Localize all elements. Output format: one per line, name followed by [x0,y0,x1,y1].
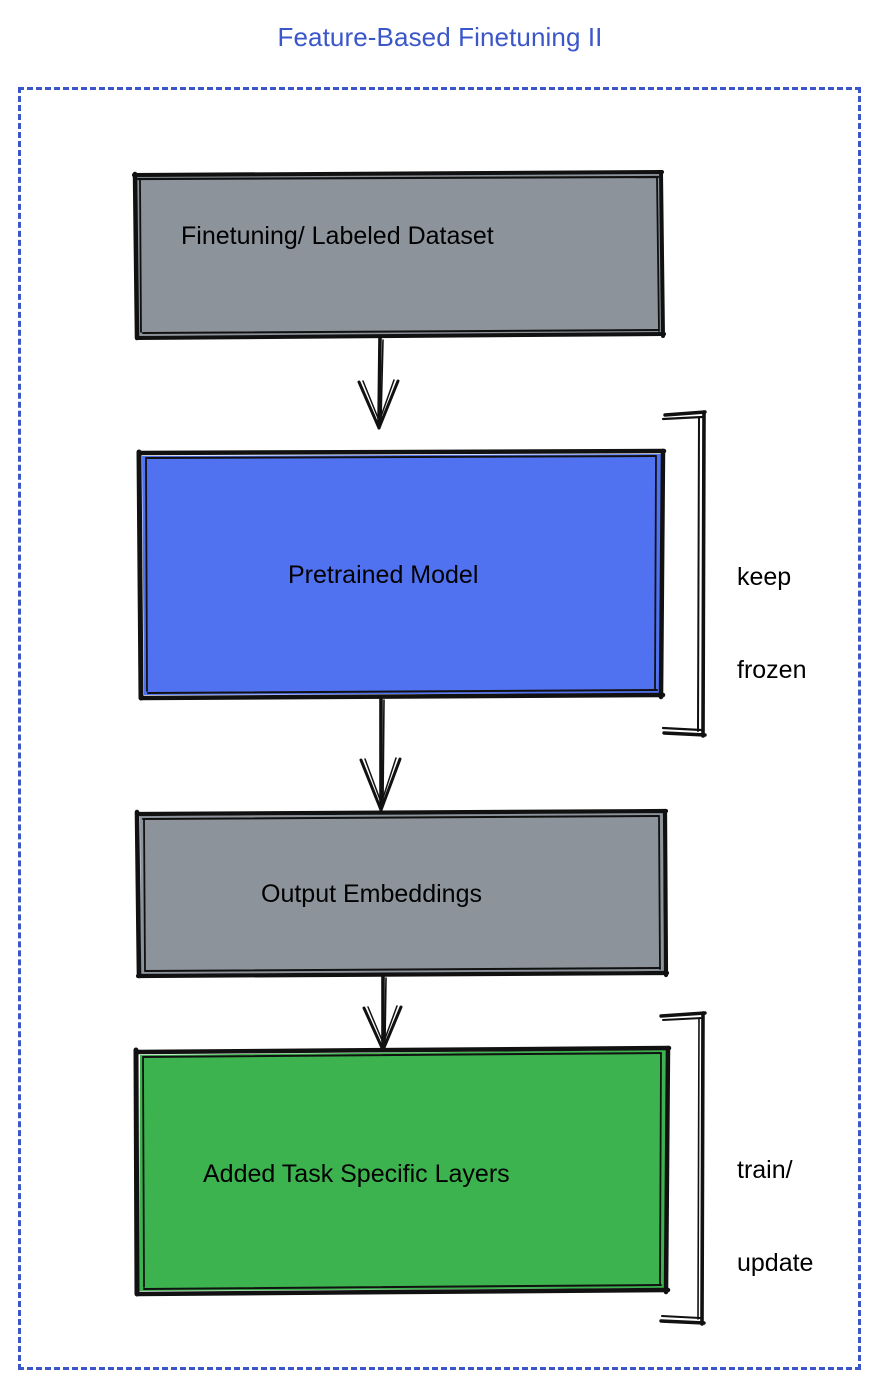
annotation-train-update: train/ update [737,1093,813,1341]
dashed-frame-border [18,87,861,1370]
annotation-train-update-line1: train/ [737,1156,793,1184]
annotation-keep-frozen-line2: frozen [737,656,807,684]
annotation-train-update-line2: update [737,1249,814,1277]
page-title: Feature-Based Finetuning II [277,22,603,52]
annotation-keep-frozen: keep frozen [737,500,806,748]
annotation-keep-frozen-line1: keep [737,563,792,591]
